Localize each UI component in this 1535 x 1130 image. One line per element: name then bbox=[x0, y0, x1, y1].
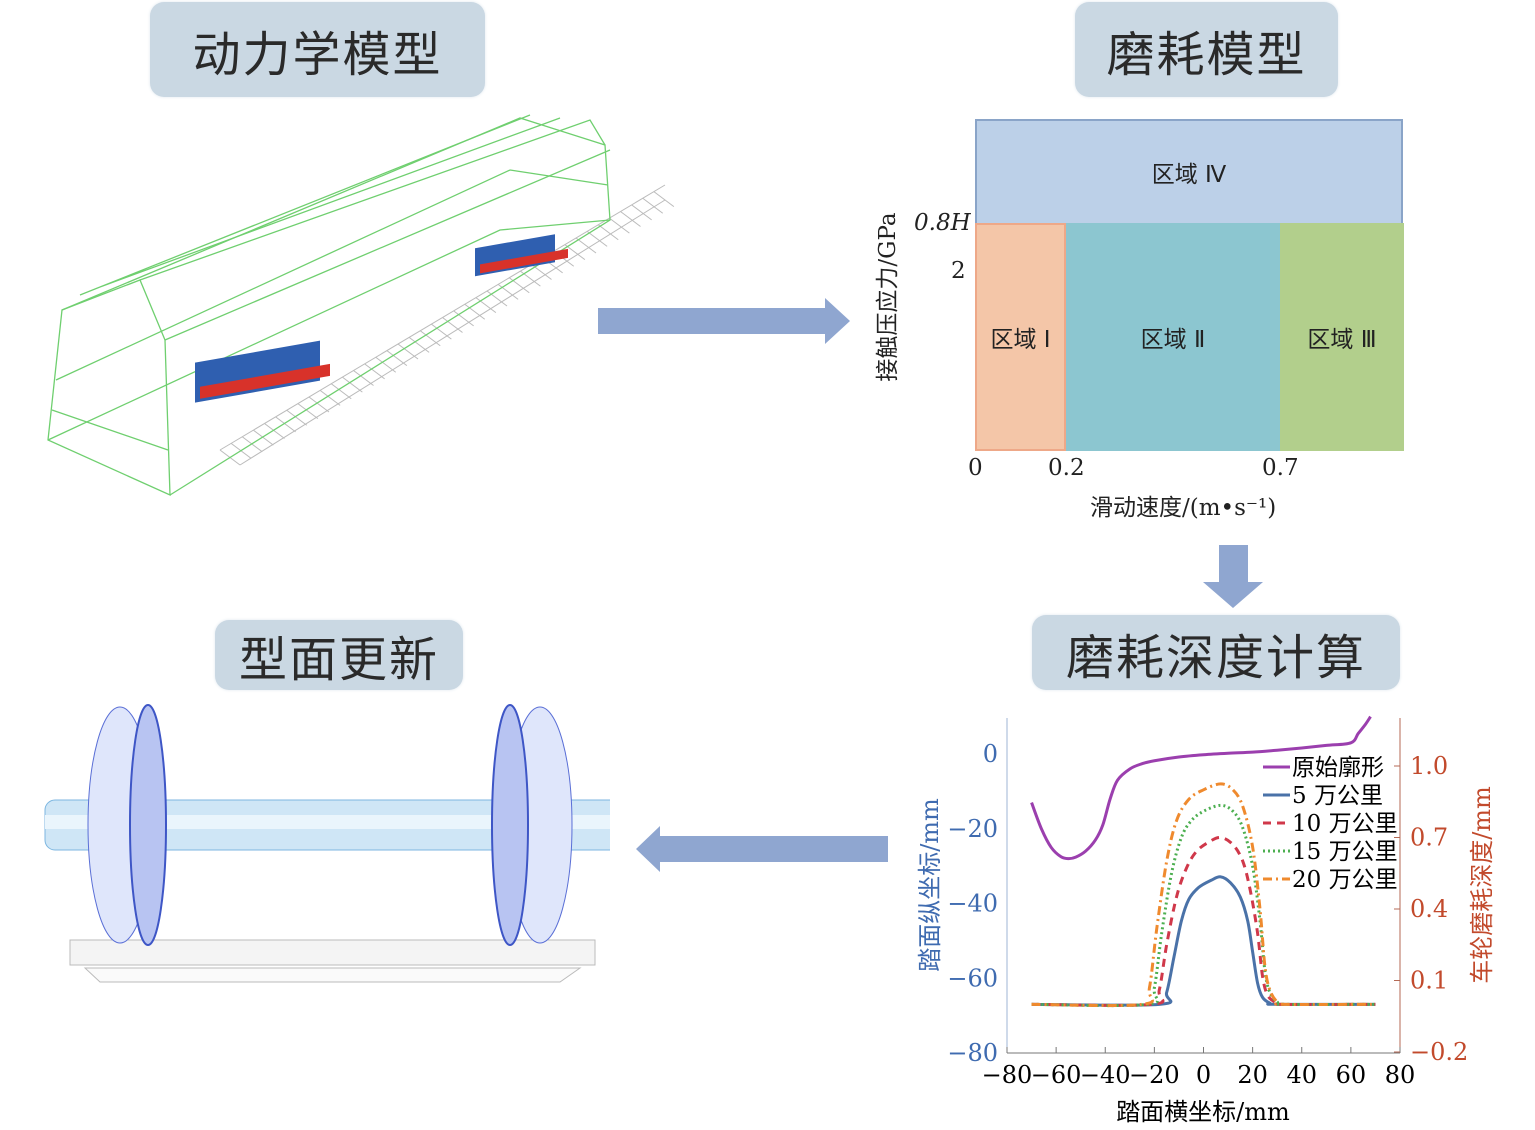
x-tick-0.7: 0.7 bbox=[1262, 455, 1299, 481]
x-tick-label: −20 bbox=[1129, 1061, 1180, 1089]
right-y-tick-label: −0.2 bbox=[1410, 1038, 1468, 1066]
y-tick-2: 2 bbox=[951, 258, 966, 284]
wheelset-illustration bbox=[44, 704, 610, 983]
legend-label: 5 万公里 bbox=[1292, 783, 1383, 809]
zone-1-label: 区域 Ⅰ bbox=[990, 327, 1051, 353]
left-y-tick-label: −80 bbox=[947, 1039, 998, 1067]
zone-2-label: 区域 Ⅱ bbox=[1140, 327, 1206, 353]
arrow-down-icon bbox=[1203, 545, 1263, 608]
left-y-tick-label: −40 bbox=[947, 890, 998, 918]
bogie-rear bbox=[475, 234, 568, 277]
x-tick-label: −60 bbox=[1031, 1061, 1082, 1089]
zone-2: 区域 Ⅱ bbox=[1066, 223, 1280, 451]
x-tick-label: −40 bbox=[1080, 1061, 1131, 1089]
x-axis-label: 滑动速度/(m•s⁻¹) bbox=[1090, 495, 1277, 521]
zone-3: 区域 Ⅲ bbox=[1280, 223, 1404, 451]
bogie-front bbox=[195, 340, 330, 403]
rail-base bbox=[69, 939, 596, 983]
title-wear-model: 磨耗模型 bbox=[1075, 2, 1338, 97]
x-tick-0: 0 bbox=[968, 455, 983, 481]
car-body-wireframe bbox=[47, 114, 611, 497]
title-profile-update: 型面更新 bbox=[215, 620, 463, 690]
left-y-tick-label: −60 bbox=[947, 964, 998, 992]
x-tick-label: 60 bbox=[1336, 1061, 1367, 1089]
right-y-tick-label: 0.4 bbox=[1410, 895, 1448, 923]
wheel-right bbox=[491, 704, 573, 946]
right-y-axis-label: 车轮磨耗深度/mm bbox=[1468, 786, 1496, 984]
legend-label: 20 万公里 bbox=[1292, 867, 1398, 893]
x-tick-label: 20 bbox=[1237, 1061, 1268, 1089]
right-y-tick-label: 0.1 bbox=[1410, 967, 1448, 995]
series-line-4 bbox=[1031, 782, 1376, 1008]
wheel-left bbox=[87, 704, 167, 946]
zone-3-label: 区域 Ⅲ bbox=[1307, 327, 1377, 353]
zone-4: 区域 Ⅳ bbox=[975, 119, 1403, 223]
x-tick-label: 80 bbox=[1385, 1061, 1416, 1089]
zone-4-label: 区域 Ⅳ bbox=[1151, 162, 1227, 188]
x-axis-label: 踏面横坐标/mm bbox=[1116, 1098, 1290, 1126]
title-wear-depth: 磨耗深度计算 bbox=[1032, 615, 1400, 690]
x-tick-label: 0 bbox=[1196, 1061, 1211, 1089]
zone-1: 区域 Ⅰ bbox=[975, 223, 1066, 451]
series-line-2 bbox=[1031, 835, 1376, 1007]
right-y-tick-label: 1.0 bbox=[1410, 752, 1448, 780]
left-y-axis-label: 踏面纵坐标/mm bbox=[916, 798, 944, 972]
legend-label: 原始廓形 bbox=[1292, 755, 1384, 781]
series-line-1 bbox=[1031, 875, 1376, 1007]
y-tick-0.8H: 0.8H bbox=[914, 210, 971, 236]
left-y-tick-label: −20 bbox=[947, 815, 998, 843]
arrow-left-icon bbox=[636, 826, 888, 872]
arrow-right-icon bbox=[598, 298, 850, 344]
left-y-tick-label: 0 bbox=[983, 740, 998, 768]
x-tick-0.2: 0.2 bbox=[1048, 455, 1085, 481]
title-dynamics-model: 动力学模型 bbox=[150, 2, 485, 97]
legend-label: 10 万公里 bbox=[1292, 811, 1398, 837]
x-tick-label: 40 bbox=[1286, 1061, 1317, 1089]
track-icon bbox=[219, 184, 675, 466]
series-line-0 bbox=[1030, 715, 1372, 861]
dynamics-model-illustration bbox=[47, 114, 675, 497]
x-tick-label: −80 bbox=[982, 1061, 1033, 1089]
right-y-tick-label: 0.7 bbox=[1410, 824, 1448, 852]
legend-label: 15 万公里 bbox=[1292, 839, 1398, 865]
